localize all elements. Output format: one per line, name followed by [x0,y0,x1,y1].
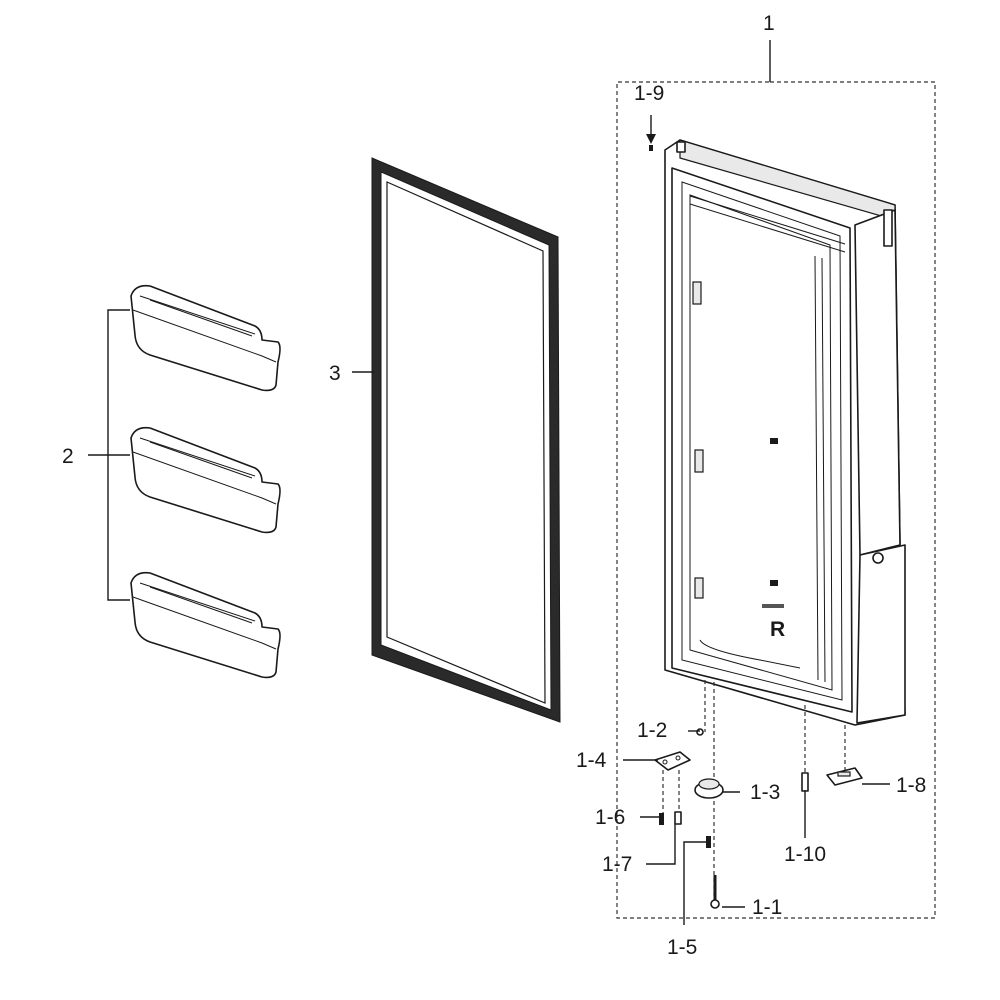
callout-1-5: 1-5 [667,936,697,959]
guard-shelf-3 [130,571,281,679]
callout-1-6: 1-6 [595,806,625,829]
door-side-marking: R [770,618,785,641]
callout-1-4: 1-4 [576,749,607,772]
guard-shelves [88,284,281,679]
hinge-parts [623,680,890,925]
callout-1-7: 1-7 [602,853,632,876]
guard-shelf-2 [130,426,281,534]
callout-1: 1 [763,12,775,35]
door-gasket [352,157,561,723]
guard-shelf-1 [130,284,281,392]
screw-top-part [646,115,656,151]
callout-3: 3 [329,362,341,385]
bracket-mark-icon [770,580,778,586]
callout-1-9: 1-9 [634,82,664,105]
callout-1-3: 1-3 [750,781,780,804]
door-assembly-boundary [616,40,936,919]
bracket-mark-icon [770,438,778,444]
callout-2: 2 [62,445,74,468]
door-inner-panel [664,139,906,726]
label-mark-icon [762,604,784,608]
callout-1-8: 1-8 [896,774,926,797]
callout-1-10: 1-10 [784,843,826,866]
callout-1-1: 1-1 [752,896,782,919]
callout-1-2: 1-2 [637,719,667,742]
